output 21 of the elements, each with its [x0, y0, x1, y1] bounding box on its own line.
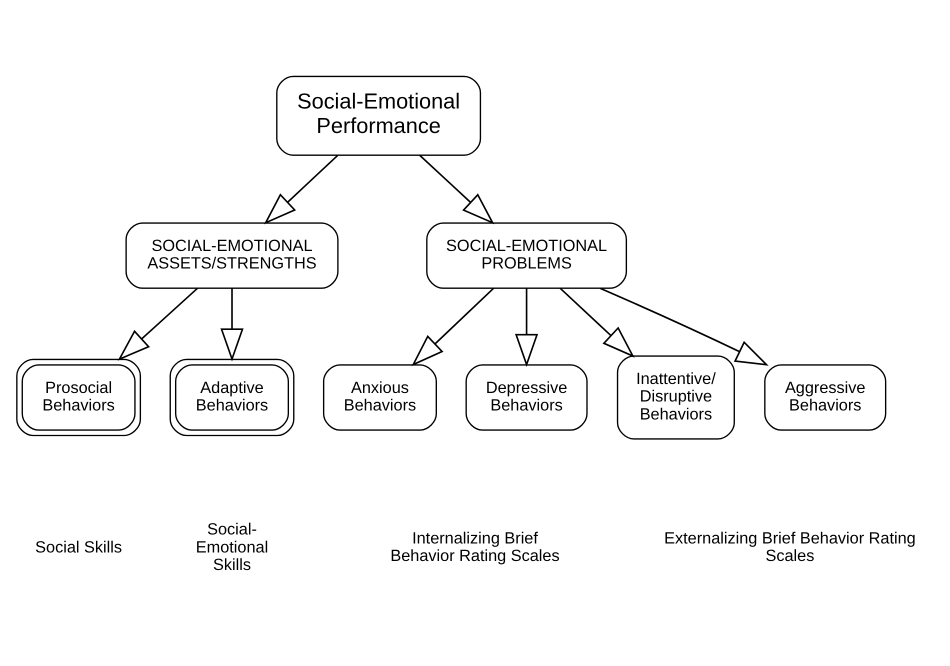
- label: Social Skills: [35, 538, 122, 556]
- node-box: SOCIAL-EMOTIONAL ASSETS/STRENGTHS: [125, 222, 339, 289]
- arrow: [220, 288, 244, 362]
- label: Internalizing Brief Behavior Rating Scales: [390, 530, 560, 566]
- node-box: Anxious Behaviors: [322, 364, 437, 431]
- node-box: Social-Emotional Performance: [276, 76, 482, 156]
- arrow: [264, 154, 338, 224]
- arrow: [419, 154, 494, 224]
- arrow: [514, 288, 538, 367]
- arrow: [600, 288, 769, 366]
- arrow: [118, 288, 198, 361]
- node-box: Aggressive Behaviors: [764, 364, 886, 431]
- arrow: [560, 288, 635, 358]
- node-box: SOCIAL-EMOTIONAL PROBLEMS: [426, 222, 628, 289]
- node-box: Adaptive Behaviors: [170, 358, 294, 436]
- arrow: [411, 288, 494, 366]
- label: Social-Emotional Skills: [196, 520, 268, 574]
- label: Externalizing Brief Behavior Rating Scales: [664, 530, 916, 566]
- node-box: Inattentive/ Disruptive Behaviors: [616, 355, 735, 440]
- node-box: Prosocial Behaviors: [16, 358, 142, 436]
- node-box: Depressive Behaviors: [466, 364, 588, 431]
